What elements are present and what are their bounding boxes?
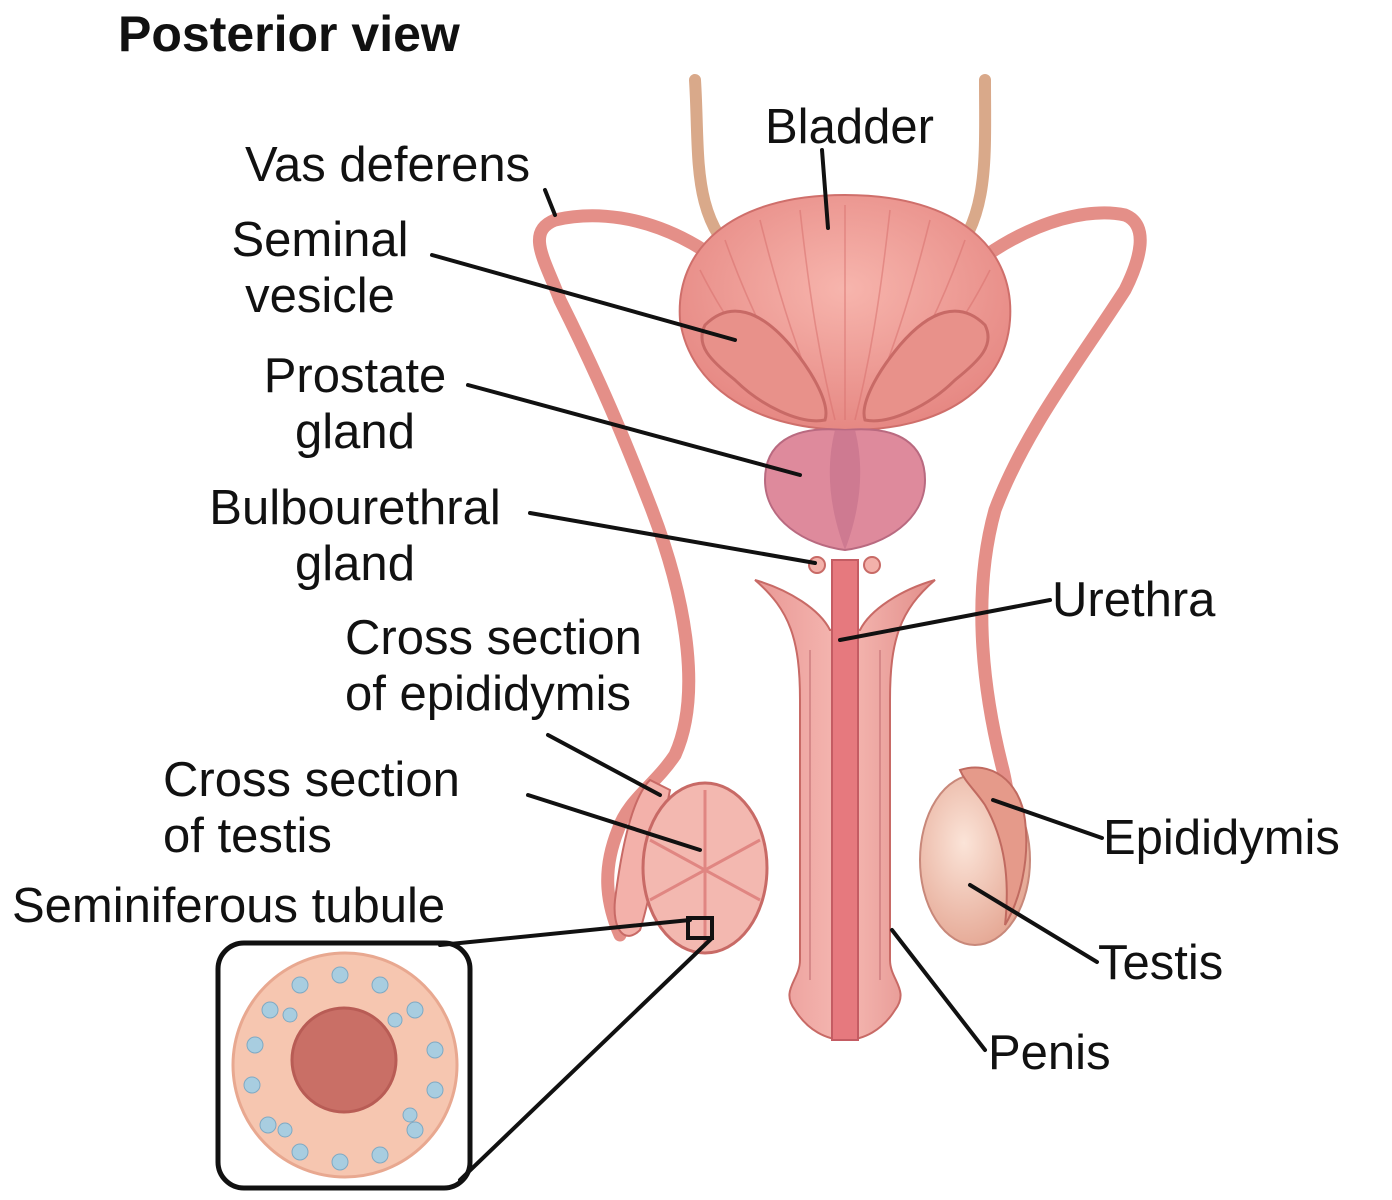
label-bulbourethral-gland-line1: Bulbourethral (209, 481, 501, 535)
label-seminiferous-tubule: Seminiferous tubule (12, 879, 446, 933)
label-seminal-vesicle: Seminal vesicle (210, 212, 430, 324)
label-cross-section-epididymis: Cross section of epididymis (345, 610, 642, 722)
diagram-title: Posterior view (118, 6, 460, 62)
label-epididymis: Epididymis (1103, 811, 1340, 865)
label-prostate-gland-line2: gland (295, 405, 415, 459)
label-prostate-gland-line1: Prostate (263, 349, 447, 403)
label-bulbourethral-gland: Bulbourethral gland (180, 480, 530, 592)
seminiferous-tubule-inset (215, 940, 473, 1191)
label-vas-deferens: Vas deferens (245, 138, 531, 192)
testis-cross-section (613, 778, 769, 955)
penis (754, 559, 936, 1041)
testis-right (919, 766, 1031, 946)
label-urethra: Urethra (1052, 573, 1216, 627)
label-testis: Testis (1098, 936, 1224, 990)
label-bulbourethral-gland-line2: gland (295, 537, 415, 591)
label-cross-section-testis-line1: Cross section (163, 753, 460, 807)
label-bladder: Bladder (765, 100, 934, 154)
prostate-gland (763, 428, 927, 552)
label-seminal-vesicle-line2: vesicle (245, 269, 395, 323)
label-cross-section-epididymis-line1: Cross section (345, 611, 642, 665)
leader-lines (430, 148, 1104, 1182)
label-cross-section-epididymis-line2: of epididymis (345, 667, 631, 721)
label-cross-section-testis: Cross section of testis (163, 752, 460, 864)
label-seminal-vesicle-line1: Seminal (231, 213, 409, 267)
label-cross-section-testis-line2: of testis (163, 809, 332, 863)
label-prostate-gland: Prostate gland (245, 348, 465, 460)
label-penis: Penis (988, 1026, 1111, 1080)
vas-deferens (532, 206, 1147, 942)
